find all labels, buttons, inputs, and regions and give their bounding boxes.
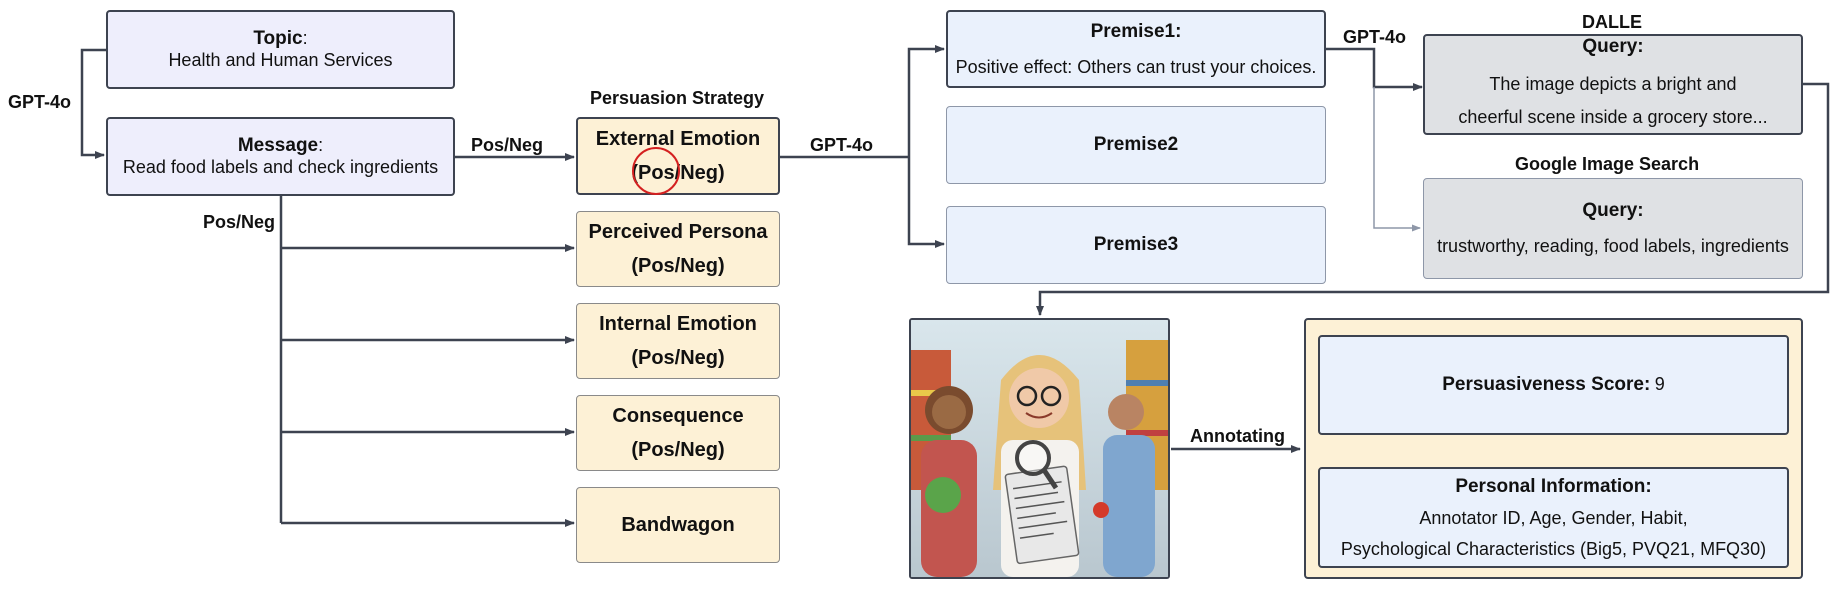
dalle-heading: DALLE <box>1582 12 1642 32</box>
topic-value: Health and Human Services <box>168 50 393 70</box>
score-box: Persuasiveness Score: 9 <box>1318 335 1789 435</box>
strategy-title: Bandwagon <box>621 514 735 536</box>
pos-neg-label-right: Pos/Neg <box>471 135 544 155</box>
strategy-sub: (Pos/Neg) <box>631 347 725 369</box>
strategy-heading: Persuasion Strategy <box>590 88 765 108</box>
strategy-external-emotion: External Emotion (Pos/Neg) <box>576 117 780 195</box>
strategy-sub: (Pos/Neg) <box>631 255 725 277</box>
premise1-text: Positive effect: Others can trust your c… <box>955 56 1317 77</box>
annotating-label: Annotating <box>1190 426 1285 446</box>
google-query-box: Query: trustworthy, reading, food labels… <box>1423 178 1803 279</box>
google-query-title: Query: <box>1582 200 1644 221</box>
strategy-title: Internal Emotion <box>599 313 757 335</box>
personal-info-box: Personal Information: Annotator ID, Age,… <box>1318 467 1789 568</box>
gpt-label-right: GPT-4o <box>1343 27 1407 47</box>
premise3-title: Premise3 <box>1093 234 1179 255</box>
dalle-query-title: Query: <box>1582 35 1644 57</box>
premise1-box: Premise1: Positive effect: Others can tr… <box>946 10 1326 88</box>
strategy-sub: (Pos/Neg) <box>631 439 725 461</box>
dalle-query-line1: The image depicts a bright and <box>1489 73 1737 94</box>
generated-image <box>909 318 1170 579</box>
message-label: Message <box>237 135 319 156</box>
highlight-circle-icon <box>632 147 680 195</box>
topic-box: Topic: Health and Human Services <box>106 10 455 89</box>
strategy-bandwagon: Bandwagon <box>576 487 780 563</box>
topic-label: Topic <box>253 28 303 49</box>
score-value: 9 <box>1654 374 1665 394</box>
score-label: Persuasiveness Score: <box>1442 374 1651 395</box>
premise2-box: Premise2 <box>946 106 1326 184</box>
strategy-title: External Emotion <box>595 128 761 150</box>
google-query-text: trustworthy, reading, food labels, ingre… <box>1437 236 1789 256</box>
personal-info-line1: Annotator ID, Age, Gender, Habit, <box>1419 507 1688 528</box>
message-value: Read food labels and check ingredients <box>122 157 439 177</box>
topic-to-message-arrow <box>80 48 106 159</box>
strategy-perceived-persona: Perceived Persona (Pos/Neg) <box>576 211 780 287</box>
dalle-query-box: Query: The image depicts a bright and ch… <box>1423 34 1803 135</box>
message-box: Message: Read food labels and check ingr… <box>106 117 455 196</box>
personal-info-line2: Psychological Characteristics (Big5, PVQ… <box>1340 538 1767 559</box>
premise-to-dalle-arrow <box>1326 47 1423 91</box>
premise1-arrow <box>907 45 945 157</box>
strategy-internal-emotion: Internal Emotion (Pos/Neg) <box>576 303 780 379</box>
google-heading: Google Image Search <box>1515 154 1700 174</box>
gpt-label-left: GPT-4o <box>8 92 72 112</box>
premise2-title: Premise2 <box>1093 134 1179 155</box>
pos-neg-label-down: Pos/Neg <box>203 212 276 232</box>
premise3-arrow <box>907 157 945 248</box>
premise3-box: Premise3 <box>946 206 1326 284</box>
strategy-title: Perceived Persona <box>588 221 768 243</box>
premise1-title: Premise1: <box>1090 20 1182 42</box>
dalle-query-line2: cheerful scene inside a grocery store... <box>1458 106 1768 127</box>
strategy-consequence: Consequence (Pos/Neg) <box>576 395 780 471</box>
premise-to-google-arrow <box>1373 87 1421 232</box>
strategy-title: Consequence <box>612 405 744 427</box>
dalle-to-image-arrow <box>1036 82 1830 316</box>
personal-info-label: Personal Information: <box>1455 475 1652 497</box>
gpt-label-mid: GPT-4o <box>810 135 874 155</box>
